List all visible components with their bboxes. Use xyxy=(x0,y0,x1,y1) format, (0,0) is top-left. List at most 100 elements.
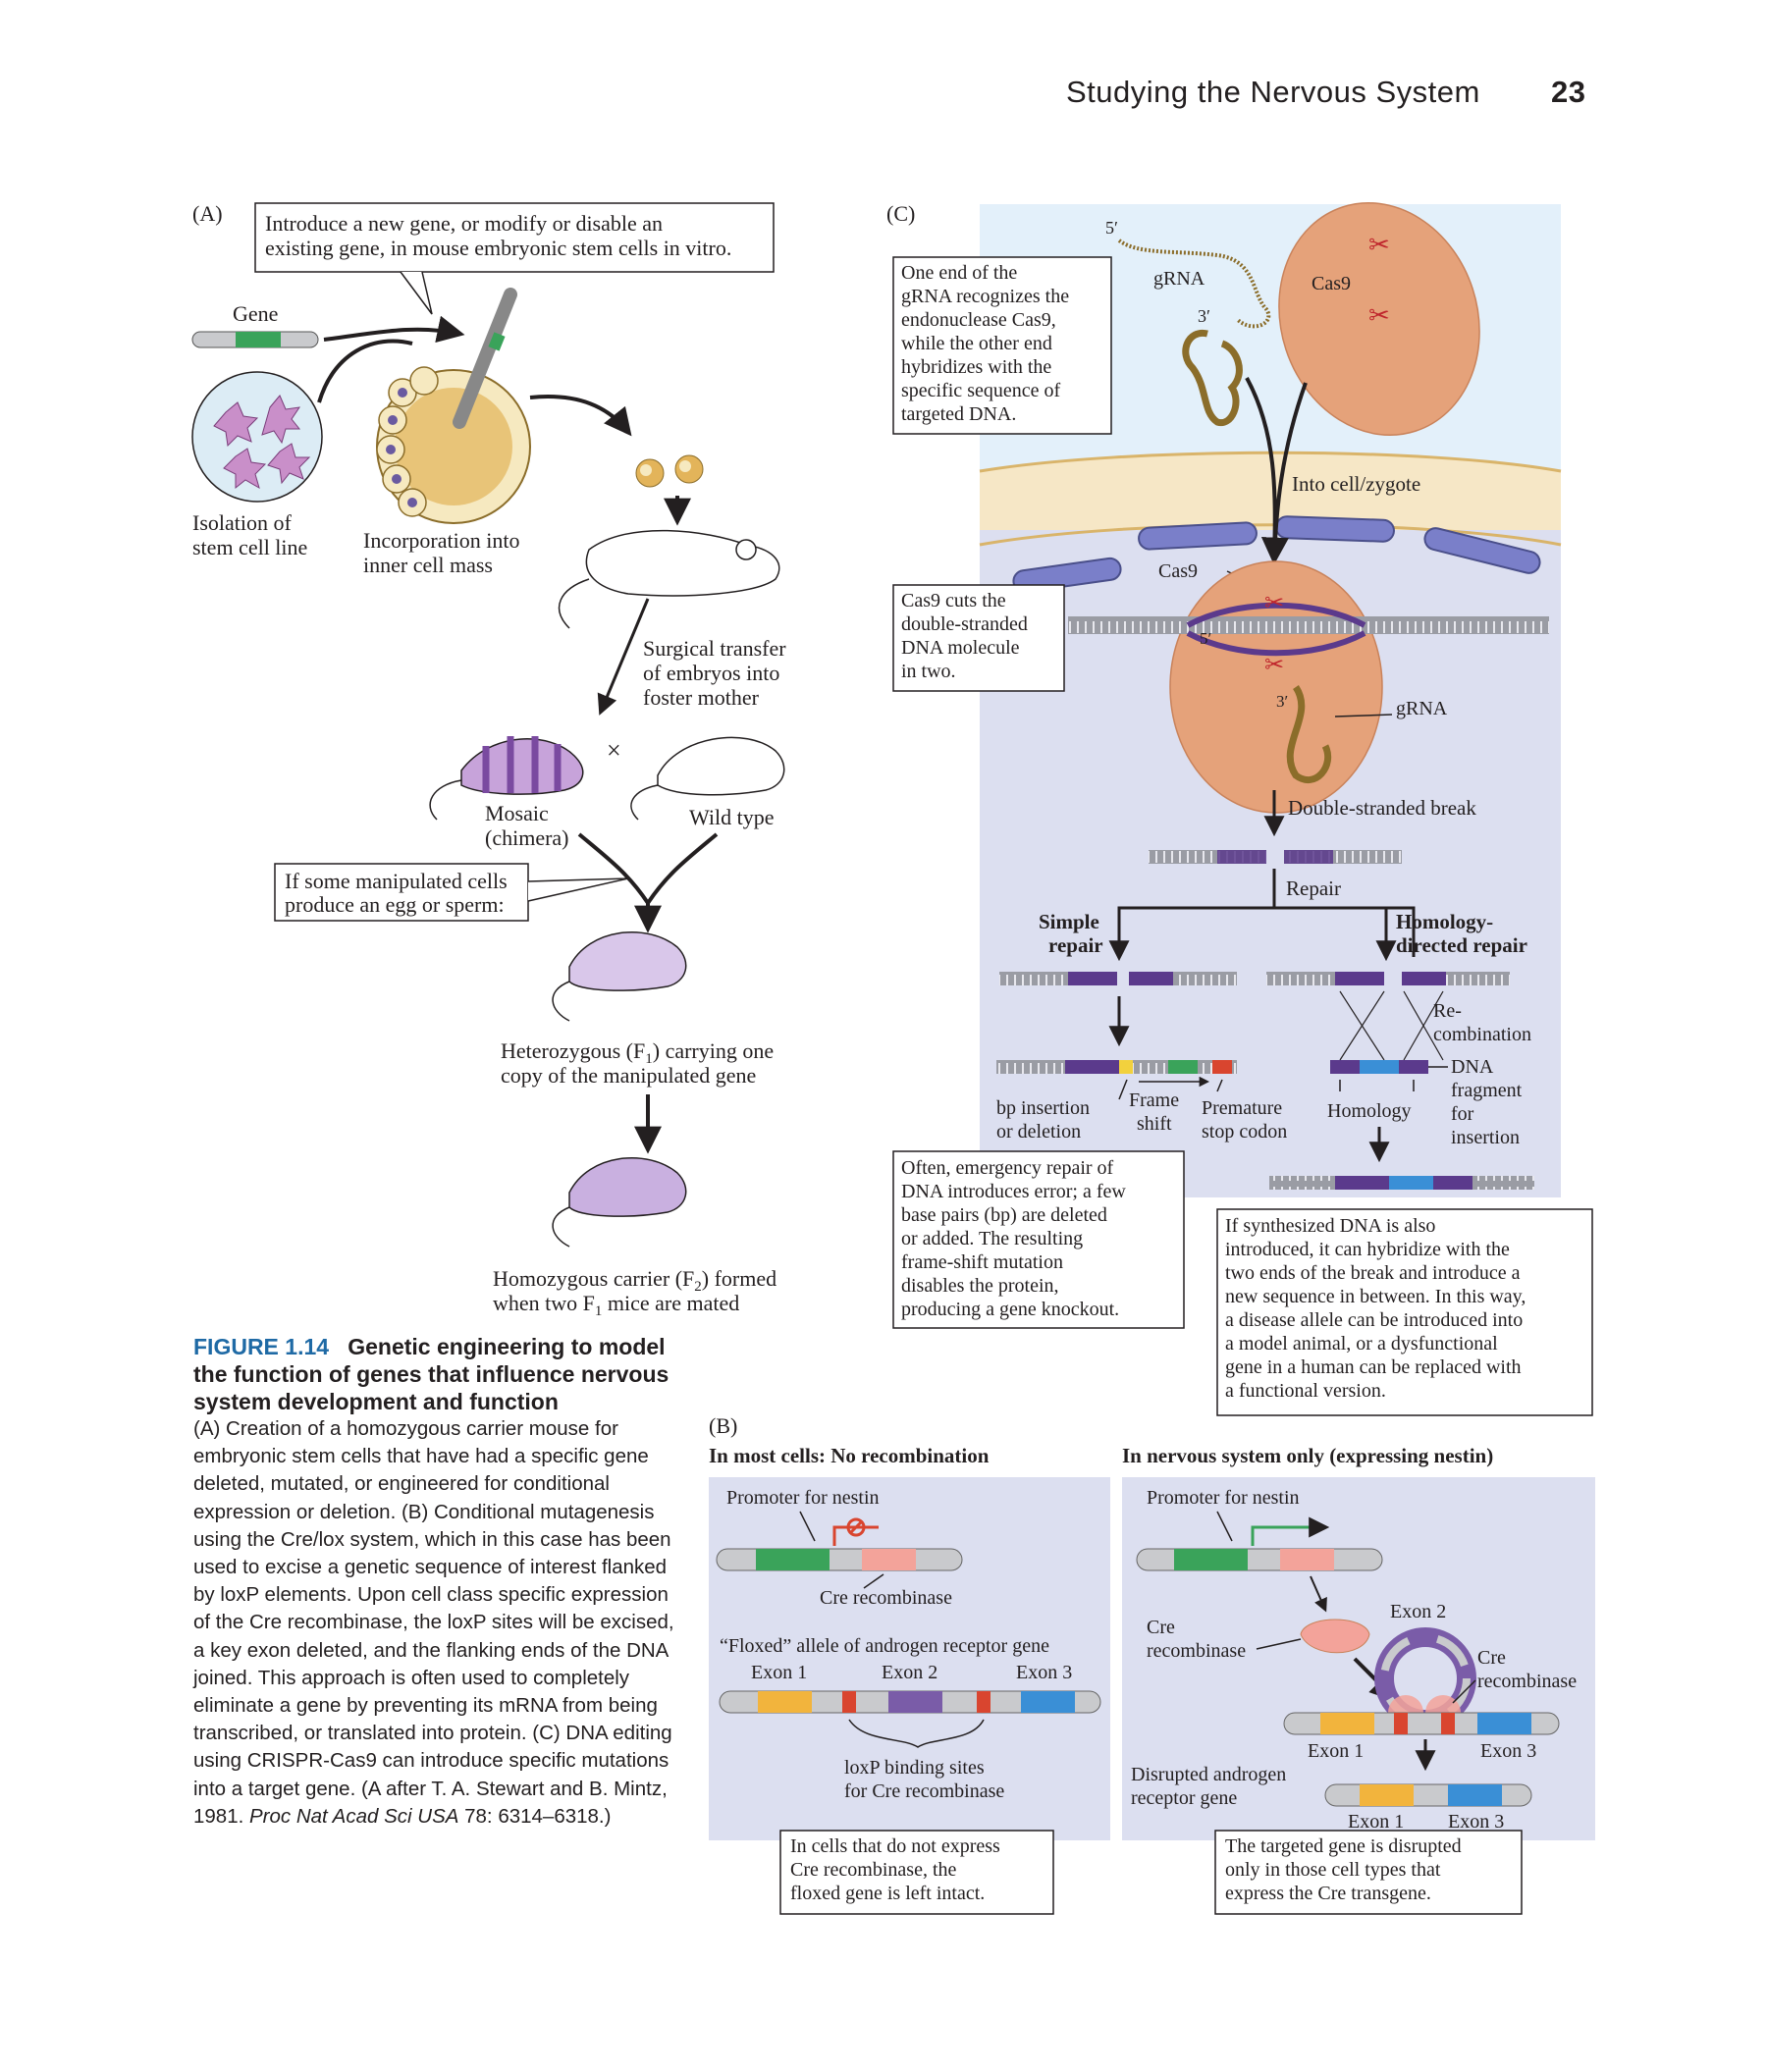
figure-caption: FIGURE 1.14 Genetic engineering to model… xyxy=(193,1333,674,1831)
svg-text:✂: ✂ xyxy=(1368,300,1390,330)
incorporation-line-1: Incorporation into xyxy=(363,528,519,553)
intro-box xyxy=(254,202,775,273)
exon3-label-left: Exon 3 xyxy=(1016,1662,1072,1683)
caption-journal: Proc Nat Acad Sci USA xyxy=(249,1804,459,1828)
mosaic-line-2: (chimera) xyxy=(485,825,569,850)
bp-insertion-line-2: or deletion xyxy=(996,1121,1081,1142)
promoter-label-left: Promoter for nestin xyxy=(726,1487,880,1509)
left-note-line-1: In cells that do not express xyxy=(790,1835,1000,1857)
foster-mouse xyxy=(559,529,780,629)
right-note-line-2: only in those cell types that xyxy=(1225,1859,1441,1881)
left-note-line-2: Cre recombinase, the xyxy=(790,1859,956,1881)
caption-text-b: 78: 6314–6318.) xyxy=(458,1804,612,1828)
panel-b-left-bg xyxy=(709,1477,1110,1840)
grna-hairpin-mid xyxy=(1286,685,1332,784)
simple-repair-line-1: Simple xyxy=(1039,910,1099,933)
nestin-cre-construct-left xyxy=(716,1548,963,1571)
often-line-1: Often, emergency repair of xyxy=(901,1157,1114,1179)
caption-label: FIGURE 1.14 xyxy=(193,1334,330,1359)
ds-break-label: Double-stranded break xyxy=(1288,796,1476,820)
often-box xyxy=(892,1150,1185,1329)
wild-type-mouse xyxy=(630,736,785,821)
frame-shift-line-1: Frame xyxy=(1129,1089,1179,1111)
often-line-2: DNA introduces error; a few xyxy=(901,1181,1126,1202)
homology-repair-line-1: Homology- xyxy=(1396,910,1493,933)
premature-line-2: stop codon xyxy=(1202,1121,1287,1142)
panel-c-label: (C) xyxy=(886,201,915,226)
promoter-label-right: Promoter for nestin xyxy=(1147,1487,1300,1509)
into-cell-label: Into cell/zygote xyxy=(1292,472,1420,496)
blastocyst xyxy=(376,366,531,524)
grna-box-line-6: specific sequence of xyxy=(901,380,1060,401)
wild-type-label: Wild type xyxy=(689,805,775,829)
cre-protein xyxy=(1300,1619,1370,1654)
cuts-line-2: double-stranded xyxy=(901,613,1028,635)
gene-segment xyxy=(236,332,281,347)
cell-membrane-band xyxy=(980,452,1561,550)
svg-text:✂: ✂ xyxy=(1264,652,1284,678)
grna-label-mid: gRNA xyxy=(1396,698,1448,719)
synth-line-8: a functional version. xyxy=(1225,1380,1386,1402)
mosaic-line-1: Mosaic xyxy=(485,801,549,825)
heterozygous-line-1: Heterozygous (F1) carrying one xyxy=(501,1038,774,1067)
homozygous-line-1: Homozygous carrier (F2) formed xyxy=(493,1266,776,1295)
recombination-line-1: Re- xyxy=(1433,1000,1462,1022)
heterozygous-mouse xyxy=(552,930,687,1022)
panel-b-label: (B) xyxy=(709,1413,737,1438)
intro-line-2: existing gene, in mouse embryonic stem c… xyxy=(265,236,731,260)
left-note-line-3: floxed gene is left intact. xyxy=(790,1883,985,1904)
exon2-label-right: Exon 2 xyxy=(1390,1601,1446,1622)
dna-fragment-line-2: fragment xyxy=(1451,1080,1523,1101)
loxp-line-1: loxP binding sites xyxy=(844,1757,985,1779)
often-line-5: frame-shift mutation xyxy=(901,1251,1063,1273)
left-note-box xyxy=(779,1830,1054,1915)
simple-repair-line-2: repair xyxy=(1048,933,1103,957)
cuts-line-4: in two. xyxy=(901,661,956,682)
cuts-line-1: Cas9 cuts the xyxy=(901,590,1006,611)
dna-fragment-line-4: insertion xyxy=(1451,1127,1520,1148)
three-prime-mid: 3′ xyxy=(1276,692,1288,711)
if-line-1: If some manipulated cells xyxy=(285,869,508,893)
repair-label: Repair xyxy=(1286,877,1341,900)
caption-text-a: (A) Creation of a homozygous carrier mou… xyxy=(193,1417,674,1828)
often-line-3: base pairs (bp) are deleted xyxy=(901,1204,1107,1226)
genomic-dna xyxy=(1068,616,1549,634)
surgical-line-3: foster mother xyxy=(643,685,760,710)
exon3-label-right: Exon 3 xyxy=(1480,1740,1536,1762)
intro-line-1: Introduce a new gene, or modify or disab… xyxy=(265,211,663,236)
gene-label: Gene xyxy=(233,301,278,326)
caption-title: Genetic engineering to model the functio… xyxy=(193,1334,669,1414)
isolation-line-2: stem cell line xyxy=(192,535,307,559)
panel-b-left-title: In most cells: No recombination xyxy=(709,1444,990,1467)
synth-line-1: If synthesized DNA is also xyxy=(1225,1215,1435,1237)
grna-box xyxy=(892,256,1112,435)
panel-a-label: (A) xyxy=(192,201,223,226)
disrupted-line-1: Disrupted androgen xyxy=(1131,1764,1286,1785)
disrupted-line-2: receptor gene xyxy=(1131,1787,1237,1809)
exon3-label-bottom: Exon 3 xyxy=(1448,1811,1504,1833)
incorporation-line-2: inner cell mass xyxy=(363,553,493,577)
premature-line-1: Premature xyxy=(1202,1097,1282,1119)
isolation-line-1: Isolation of xyxy=(192,510,292,535)
panel-a: (A) Introduce a new gene, or modify or d… xyxy=(191,201,786,1319)
synth-line-6: a model animal, or a dysfunctional xyxy=(1225,1333,1498,1355)
panel-b-right-title: In nervous system only (expressing nesti… xyxy=(1122,1444,1493,1467)
exon2-label-left: Exon 2 xyxy=(882,1662,937,1683)
caption-body: (A) Creation of a homozygous carrier mou… xyxy=(193,1415,674,1831)
heterozygous-line-2: copy of the manipulated gene xyxy=(501,1063,756,1088)
grna-box-line-1: One end of the xyxy=(901,262,1017,284)
panel-b-right-bg xyxy=(1122,1477,1595,1840)
homology-label: Homology xyxy=(1327,1100,1412,1122)
recombination-line-2: combination xyxy=(1433,1024,1531,1045)
five-prime-top: 5′ xyxy=(1105,218,1118,238)
cas9-protein-top xyxy=(1278,202,1480,436)
homozygous-mouse xyxy=(552,1156,687,1248)
three-prime-top: 3′ xyxy=(1198,306,1210,326)
synth-line-2: introduced, it can hybridize with the xyxy=(1225,1239,1510,1260)
cre-left-line-2: recombinase xyxy=(1147,1640,1246,1662)
grna-box-line-3: endonuclease Cas9, xyxy=(901,309,1056,331)
dna-fragment-line-3: for xyxy=(1451,1103,1474,1125)
cre-right-line-2: recombinase xyxy=(1477,1671,1577,1692)
cas9-label-mid: Cas9 xyxy=(1158,560,1198,582)
